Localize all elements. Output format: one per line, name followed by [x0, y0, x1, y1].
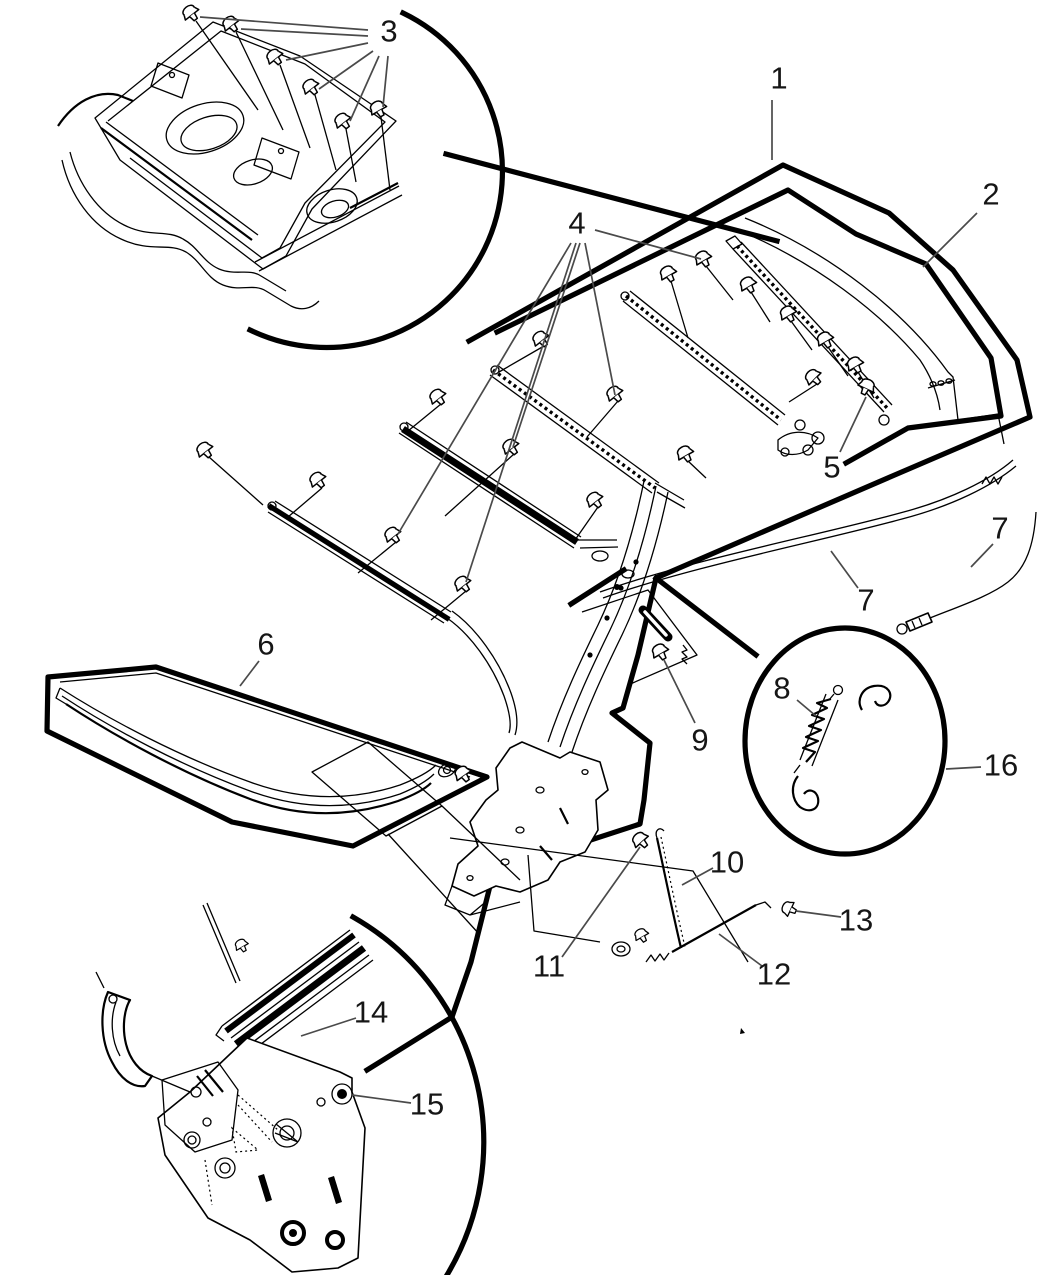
callout-12: 12	[757, 957, 791, 992]
callout-13: 13	[839, 903, 873, 938]
callout-3: 3	[380, 14, 397, 49]
cable-kit	[449, 828, 800, 1034]
rail-cross-bar	[567, 566, 628, 608]
callout-2: 2	[982, 177, 999, 212]
callout-6: 6	[257, 627, 274, 662]
leader-line-3	[240, 28, 369, 37]
inset-circle-arc	[349, 913, 487, 1275]
leader-line-2	[922, 212, 978, 268]
push-pin	[298, 75, 324, 100]
tension-spring	[793, 684, 844, 774]
bow-2	[398, 421, 619, 549]
leader-line-7	[970, 543, 994, 568]
callout-7: 7	[857, 583, 874, 618]
fold-line	[442, 150, 781, 245]
leader-line-3	[199, 16, 369, 31]
claw-arm	[95, 971, 191, 1093]
callout-8: 8	[773, 671, 790, 706]
bow-1	[267, 500, 518, 736]
leader-line-14	[300, 1017, 357, 1037]
mid-bracket	[161, 1061, 239, 1153]
inset-deck-panel-detail	[57, 1, 506, 351]
boundary-branch	[652, 574, 760, 659]
side-rail-pillar	[547, 480, 669, 753]
leader-line-3	[285, 42, 369, 61]
inset-circle	[742, 625, 948, 857]
leader-line-3	[382, 55, 389, 108]
callout-5: 5	[823, 450, 840, 485]
leader-line-6	[239, 660, 260, 687]
leader-line-4	[584, 242, 616, 396]
leader-line-4	[594, 229, 702, 260]
push-pin	[178, 1, 204, 26]
inset-spring-detail	[742, 625, 948, 857]
inset-circle-arc	[246, 9, 506, 351]
leader-line-12	[718, 933, 763, 967]
leader-line-7	[830, 550, 859, 589]
bow-3	[489, 364, 686, 509]
callout-4: 4	[568, 206, 585, 241]
callout-7-b: 7	[991, 511, 1008, 546]
leader-line-3	[349, 55, 380, 122]
leader-line-10	[681, 867, 714, 886]
leader-line-9	[663, 659, 696, 724]
leader-line-3	[318, 50, 374, 90]
s-hook-lower	[791, 775, 820, 812]
bolt-boss	[331, 1083, 353, 1105]
pivot-bracket	[444, 584, 620, 916]
main-top-frame-assembly	[44, 150, 1037, 1074]
leader-line-13	[795, 910, 842, 918]
leader-line-5	[839, 396, 867, 453]
callout-15: 15	[410, 1087, 444, 1122]
link-9	[581, 589, 698, 686]
callout-16: 16	[984, 748, 1018, 783]
push-pin	[330, 109, 356, 134]
leader-line-4	[465, 242, 577, 583]
callout-10: 10	[710, 845, 744, 880]
callout-11: 11	[533, 949, 565, 984]
inset-latch-detail	[95, 902, 487, 1275]
pin-axis-lines	[195, 20, 391, 191]
leader-line-4	[397, 242, 572, 535]
latch-plate	[157, 1037, 366, 1273]
callout-1: 1	[770, 61, 787, 96]
fastener-pins	[192, 247, 879, 621]
leader-line-11	[561, 846, 641, 958]
weatherstrip-bar	[215, 929, 374, 1057]
bow-4	[620, 290, 786, 426]
leader-line-15	[351, 1094, 412, 1104]
leader-line-16	[945, 766, 982, 770]
rear-rail-panel	[44, 664, 521, 936]
s-hook-upper	[858, 684, 892, 711]
window-frame-outline	[493, 187, 1004, 467]
callout-9: 9	[691, 723, 708, 758]
leader-line-4	[512, 242, 581, 448]
callout-14: 14	[354, 995, 388, 1030]
leader-line-8	[796, 699, 817, 717]
